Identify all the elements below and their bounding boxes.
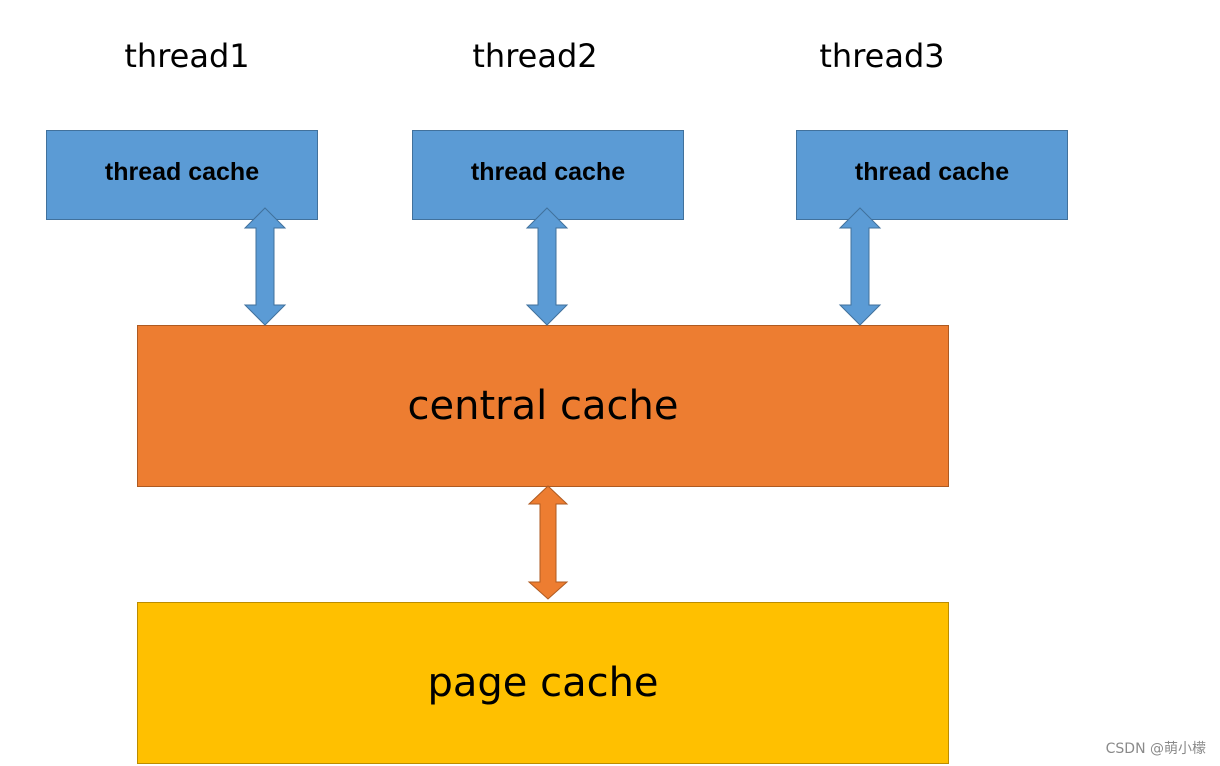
thread-cache-label-3: thread cache: [854, 157, 1010, 186]
thread3-label: thread3: [819, 37, 945, 75]
central-cache-label: central cache: [407, 383, 679, 429]
watermark: CSDN @萌小檬: [1105, 741, 1206, 757]
page-cache-box: page cache: [137, 602, 949, 764]
thread-cache-label-2: thread cache: [470, 157, 626, 186]
page-cache-label: page cache: [427, 660, 659, 706]
thread-cache-box-3: thread cache: [796, 130, 1068, 220]
arrow-thread2-central: [525, 207, 569, 326]
central-cache-box: central cache: [137, 325, 949, 487]
thread-cache-box-1: thread cache: [46, 130, 318, 220]
thread1-label: thread1: [124, 37, 250, 75]
arrow-central-page: [527, 485, 569, 600]
thread-cache-box-2: thread cache: [412, 130, 684, 220]
thread2-label: thread2: [472, 37, 598, 75]
arrow-thread3-central: [838, 207, 882, 326]
thread-cache-label-1: thread cache: [104, 157, 260, 186]
arrow-thread1-central: [243, 207, 287, 326]
